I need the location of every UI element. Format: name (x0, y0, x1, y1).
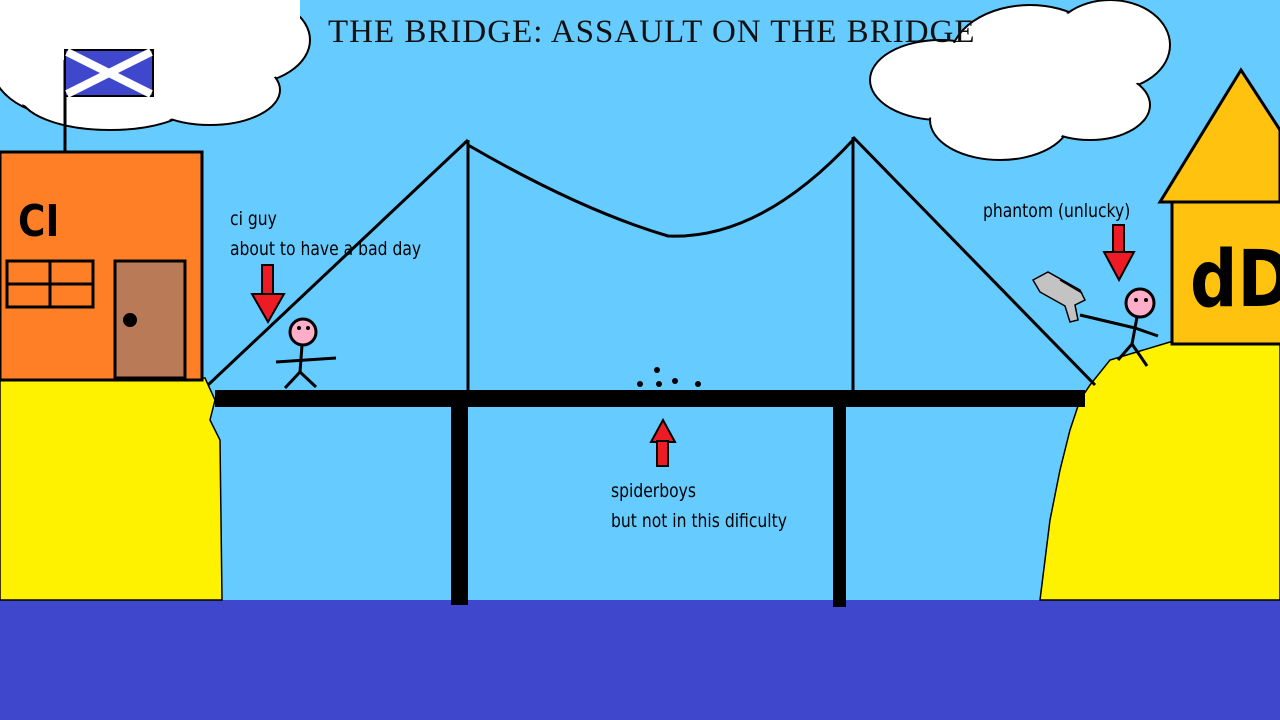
bridge-pillar-right (833, 400, 846, 607)
water (0, 600, 1280, 720)
ci-guy-face (297, 326, 310, 330)
spiderboys-dots (637, 367, 701, 387)
down-arrow-icon-phantom (1102, 224, 1136, 283)
ci-guy-label-line1: ci guy (230, 208, 277, 230)
spiderboys-label-line2: but not in this dificulty (611, 510, 787, 532)
left-building-window (5, 259, 95, 309)
bridge-deck (215, 390, 1085, 407)
up-arrow-icon-spiderboys (649, 417, 677, 467)
page-title: THE BRIDGE: ASSAULT ON THE BRIDGE (328, 14, 976, 50)
down-arrow-icon-ci (250, 264, 286, 325)
rifle-icon (1031, 271, 1087, 323)
phantom-label-text: phantom (unlucky) (983, 200, 1131, 222)
bridge-pillar-left (451, 400, 468, 605)
door-knob (123, 313, 137, 327)
ci-guy-label-line2: about to have a bad day (230, 238, 422, 260)
phantom-label: phantom (unlucky) (983, 196, 1130, 226)
phantom-face (1134, 298, 1148, 302)
ci-guy (275, 317, 337, 390)
spiderboys-label-line1: spiderboys (611, 480, 696, 502)
right-building (1170, 200, 1280, 346)
right-cliff (1039, 337, 1280, 601)
ci-guy-label: ci guy about to have a bad day (230, 204, 421, 264)
left-cliff (0, 377, 223, 601)
left-building-sign: CI (18, 196, 60, 247)
spiderboys-label: spiderboys but not in this dificulty (611, 476, 787, 536)
saltire-flag-icon (64, 48, 154, 98)
cloud-right-fill (872, 2, 1168, 158)
right-building-sign: dD (1190, 235, 1280, 325)
bridge-cables (206, 135, 1097, 390)
phantom (1079, 287, 1159, 367)
